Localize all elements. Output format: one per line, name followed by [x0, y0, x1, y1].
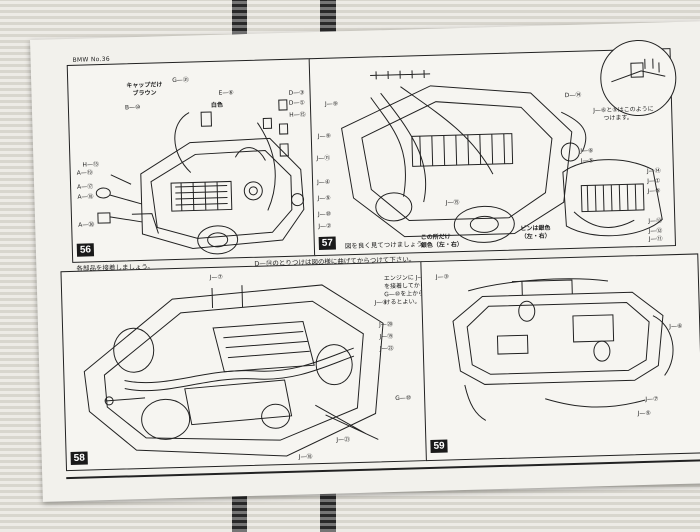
label-j14: J—⑭: [646, 167, 661, 175]
label-j10: J—⑩: [317, 210, 332, 219]
label-j9-a: J—⑨: [324, 100, 339, 108]
step-58-panel: J—⑦ J—⑧ J—⑳ J—⑲ J—㉒ J—㉑ J—⑱ G—⑩ エンジンに J—…: [60, 261, 430, 472]
label-j7: J—⑦: [209, 273, 223, 282]
label-white: 白色: [210, 101, 224, 109]
label-j13: J—⑬: [648, 217, 663, 225]
label-d3: D—③: [288, 89, 305, 97]
label-j3: J—③: [435, 273, 450, 281]
label-j5-c: J—⑤: [647, 187, 661, 195]
step-58-diagram: [83, 284, 384, 457]
label-j12: J—⑫: [648, 227, 663, 235]
label-brown: ブラウン: [132, 89, 157, 98]
label-j9-b: J—⑨: [317, 132, 332, 141]
label-g31: G—㉛: [172, 76, 189, 85]
label-j21: J—㉑: [336, 436, 351, 444]
label-engine-note-2: を接着してから: [383, 282, 426, 291]
label-j2: J—②: [318, 222, 332, 231]
label-j1: J—①: [647, 177, 661, 185]
label-pin-lr: （左・右）: [520, 232, 551, 241]
step-59-panel: J—③ J—⑥ J—⑦ J—⑤ 59: [420, 253, 700, 462]
label-cap-only: キャップだけ: [126, 81, 163, 90]
label-j20: J—⑳: [378, 320, 393, 329]
step-56-diagram: [95, 99, 305, 255]
step-57-diagram: [341, 69, 587, 243]
label-j5-59: J—⑤: [637, 409, 651, 418]
label-h15: H—⑮: [289, 111, 306, 119]
label-j5-b: J—⑤: [580, 157, 594, 165]
step-57-detail-box: [562, 159, 663, 237]
step-58-number: 58: [70, 451, 89, 466]
instruction-sheet: BMW No.36: [30, 21, 700, 502]
label-pin-silver: ピンは銀色: [520, 224, 551, 233]
label-inset-note-2: つけます。: [603, 114, 633, 123]
label-j15: J—⑮: [445, 199, 460, 207]
label-j11-b: J—⑪: [648, 235, 663, 243]
label-j19: J—⑲: [379, 332, 394, 341]
label-j22: J—㉒: [379, 344, 394, 353]
label-e6: E—⑥: [218, 89, 234, 97]
label-g10: G—⑩: [395, 394, 412, 402]
label-a19: A—⑲: [76, 169, 93, 177]
label-j5-a: J—⑤: [317, 194, 331, 203]
label-a17: A—⑰: [77, 183, 94, 191]
step-59-diagram: [452, 278, 674, 421]
label-j6: J—⑥: [580, 147, 594, 155]
label-j4: J—④: [316, 178, 331, 187]
label-d1: D—①: [288, 99, 305, 107]
label-j7-59: J—⑦: [645, 395, 659, 403]
label-a18: A—⑱: [77, 193, 94, 201]
step-56-number: 56: [76, 243, 95, 257]
step-57-detail-inset: [599, 38, 678, 118]
label-b10: B—⑩: [124, 103, 141, 112]
label-a30: A—㉚: [78, 221, 95, 229]
label-j11-a: J—⑪: [316, 154, 331, 163]
label-j6-59: J—⑥: [669, 322, 683, 331]
step-56-panel: キャップだけ ブラウン B—⑩ G—㉛ 白色 E—⑥ D—③ D—① H—⑮ A…: [66, 58, 317, 263]
label-j18: J—⑱: [298, 453, 313, 461]
label-engine-note-4: けるとよい。: [384, 298, 421, 307]
model-code: BMW No.36: [72, 55, 111, 64]
step-57-number: 57: [318, 236, 337, 251]
label-d14: D—⑭: [564, 91, 582, 100]
step-59-number: 59: [430, 439, 448, 453]
step-57-panel: J—⑨ J—⑨ J—⑪ J—④ J—⑤ J—⑩ J—② J—⑮ J—⑥ J—⑤ …: [308, 38, 678, 257]
label-h13: H—⑬: [82, 161, 100, 169]
